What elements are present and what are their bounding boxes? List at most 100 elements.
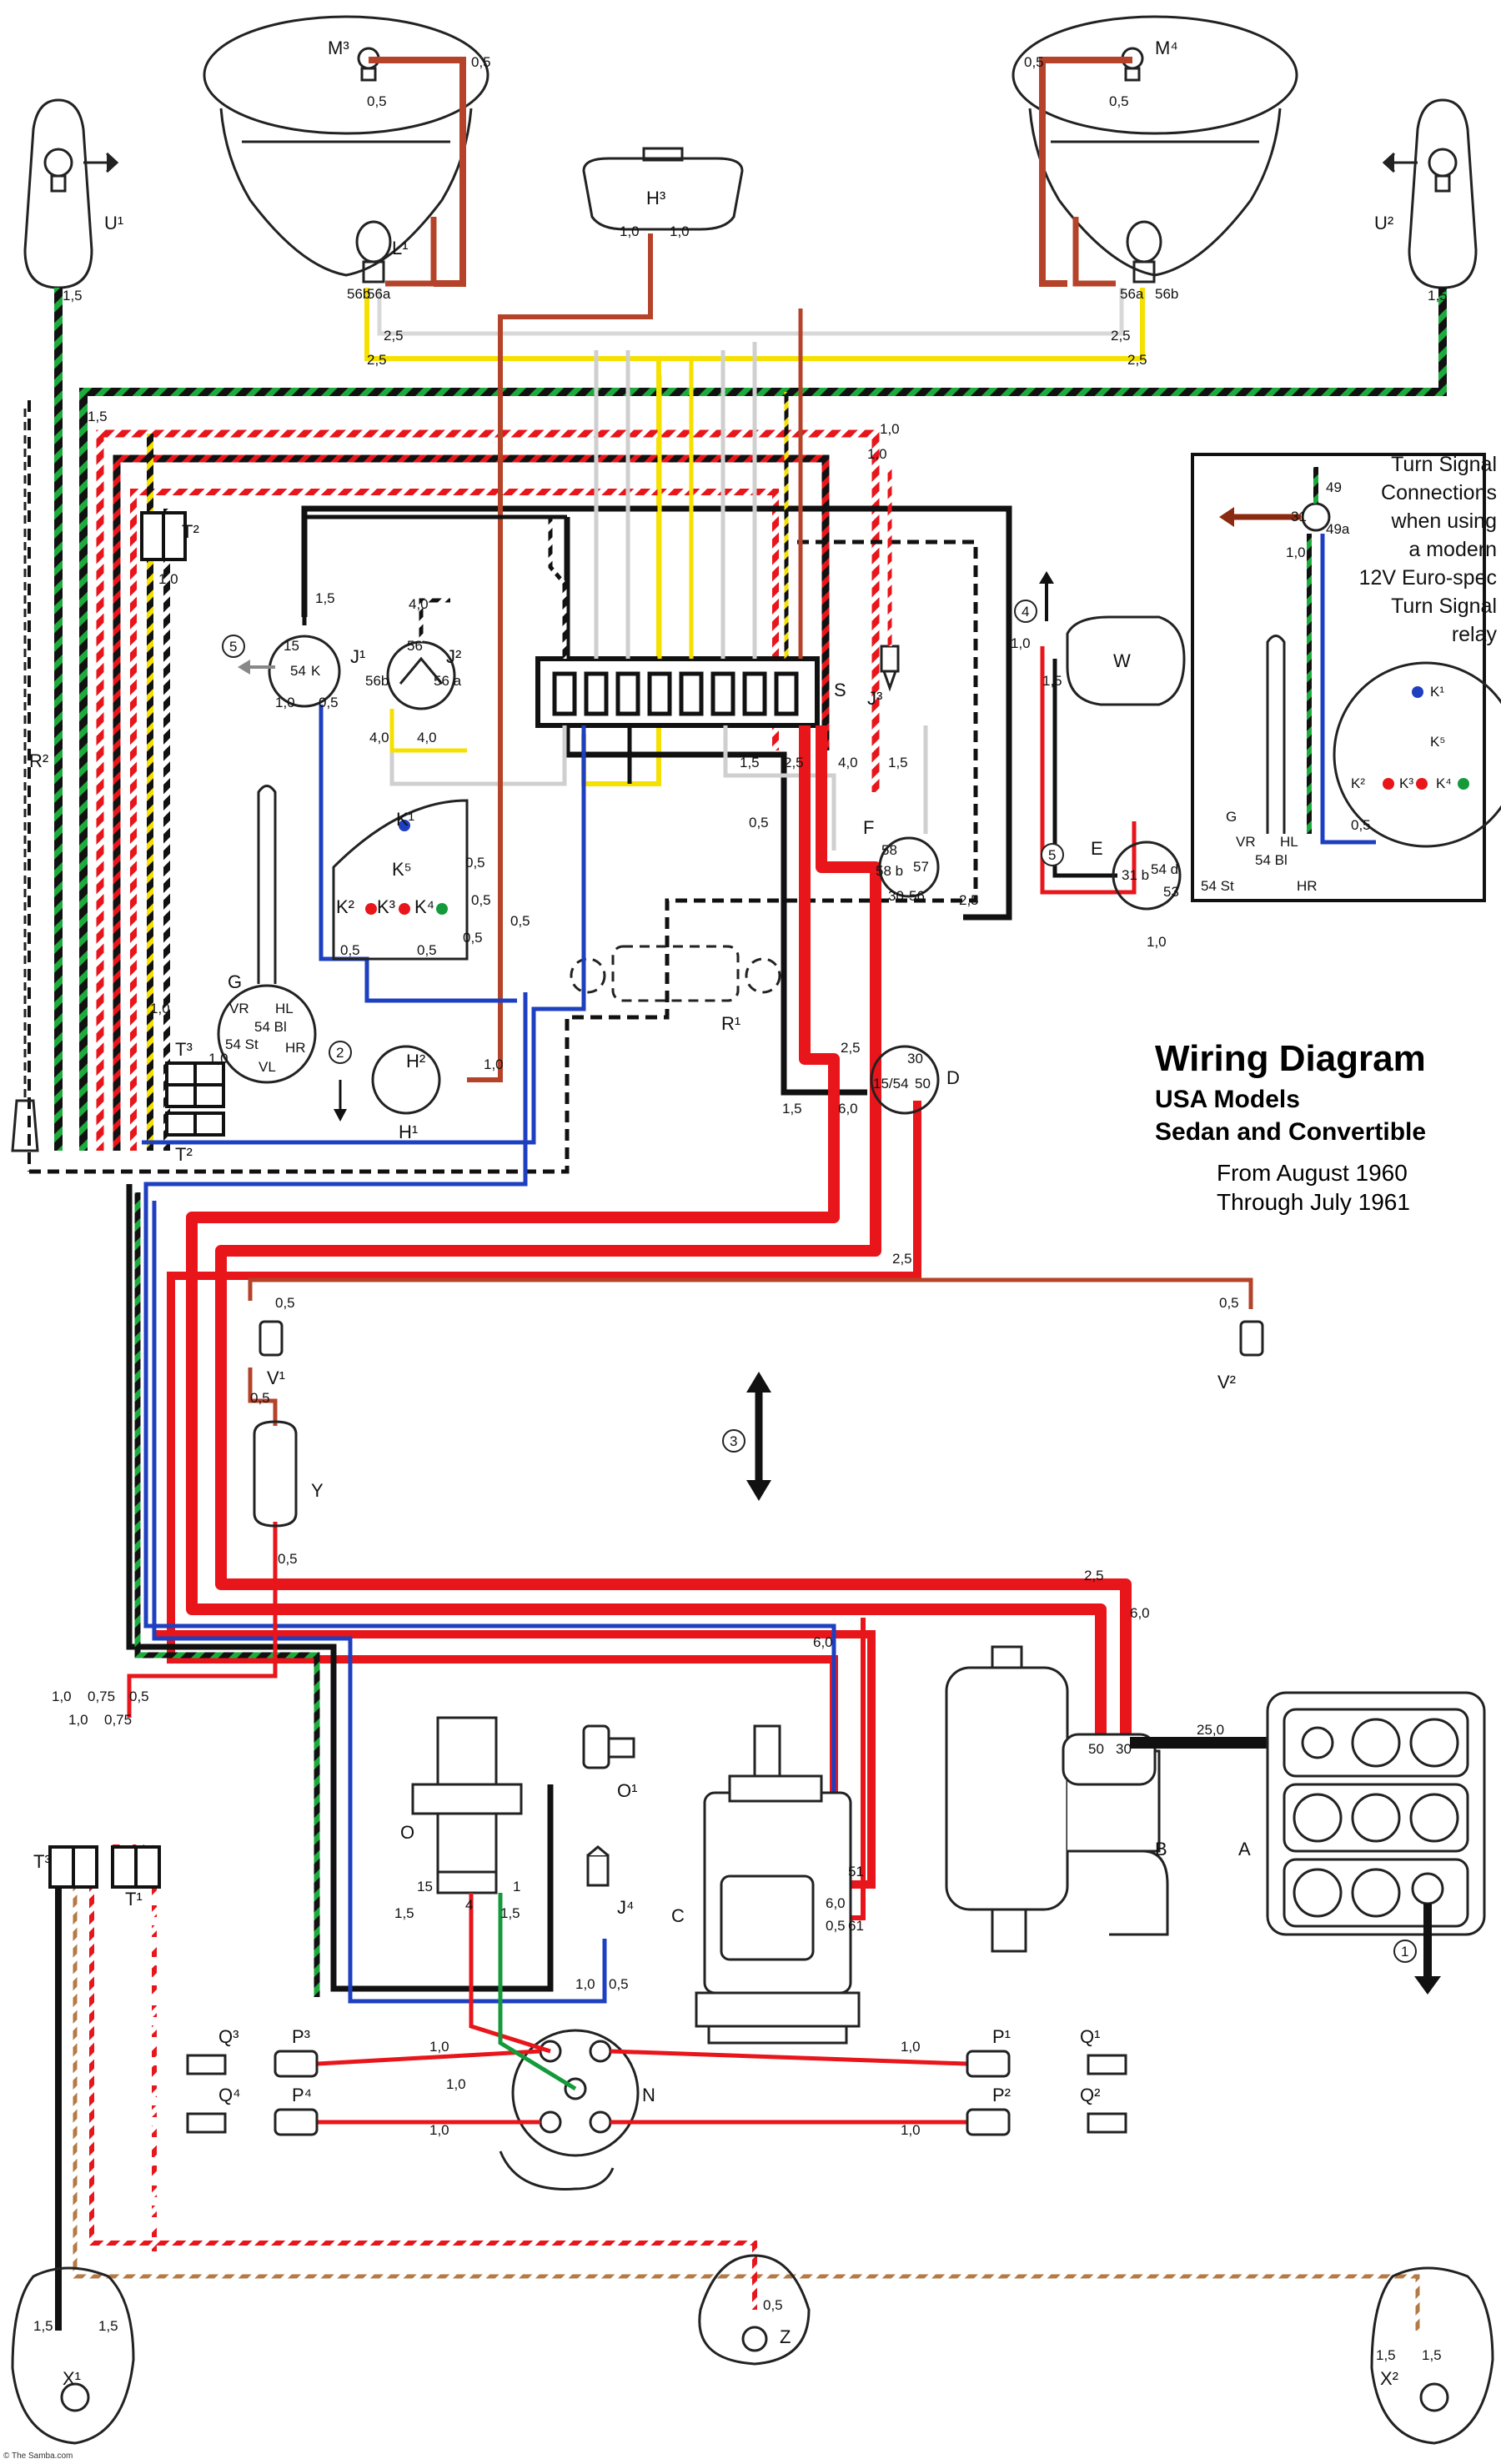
- terminal-56b-left: 56b: [347, 286, 370, 302]
- gauge-15-x1b: 1,5: [98, 2318, 118, 2334]
- license-light-z: [698, 2254, 811, 2366]
- label-v1: V¹: [267, 1367, 285, 1388]
- turn-signal-u2: [1382, 98, 1478, 289]
- svg-text:4: 4: [1022, 604, 1029, 620]
- terminal-56a-left: 56a: [367, 286, 391, 302]
- component-labels: U¹ U² M³ M⁴ L¹ H³ T² T² T³ T³ T¹ J¹ J² J…: [29, 38, 1398, 2389]
- light-switch-j1: [268, 635, 341, 708]
- label-k4: K⁴: [414, 896, 434, 917]
- inset-label-k1: K¹: [1430, 684, 1444, 700]
- copyright-text: © The Samba.com: [3, 2451, 73, 2461]
- label-m4: M⁴: [1155, 38, 1178, 58]
- label-p3: P³: [292, 2026, 310, 2047]
- label-q2: Q²: [1080, 2085, 1100, 2105]
- inset-label-hr: HR: [1297, 878, 1318, 894]
- title-usa-models: USA Models: [1155, 1086, 1300, 1113]
- svg-text:3: 3: [730, 1433, 737, 1449]
- terminal-j1-k: K: [311, 663, 321, 679]
- label-j4: J⁴: [617, 1897, 634, 1918]
- terminal-j1-54: 54: [290, 663, 306, 679]
- inset-line: 12V Euro-spec: [1358, 566, 1497, 590]
- gauge-05-j4: 0,5: [609, 1976, 629, 1992]
- terminal-e-53: 53: [1163, 884, 1179, 900]
- inset-label-k3: K³: [1399, 775, 1413, 791]
- label-r2: R²: [29, 750, 48, 771]
- gauge-h3-a: 1,0: [620, 223, 640, 239]
- gauge-10-j1: 1,0: [275, 695, 295, 710]
- label-t3-bottom: T³: [33, 1851, 51, 1872]
- terminal-o-4: 4: [465, 1897, 473, 1913]
- horn-button-h2: [371, 1045, 441, 1115]
- title-block: Wiring Diagram USA Models Sedan and Conv…: [1155, 1038, 1472, 1217]
- gauge-25-b: 2,5: [1084, 1568, 1104, 1583]
- gauge-15-j1: 1,5: [315, 590, 335, 606]
- marker-5-j1: 5: [222, 635, 275, 675]
- spark-plug-p4: [274, 2108, 319, 2136]
- gauge-075-t3b: 0,75: [88, 1689, 115, 1704]
- gauge-16-w: 1,5: [1042, 673, 1062, 689]
- label-q1: Q¹: [1080, 2026, 1100, 2047]
- gauge-05-k3: 0,5: [417, 942, 437, 958]
- gauge-05-y: 0,5: [250, 1390, 270, 1406]
- oil-pressure-switch-o1: [582, 1724, 635, 1769]
- gauge-10-p4: 1,0: [429, 2122, 449, 2138]
- label-h1: H¹: [399, 1122, 418, 1142]
- gauge-05-v1: 0,5: [275, 1295, 295, 1311]
- inset-euro-relay: [1191, 453, 1501, 902]
- terminal-f-58: 58: [881, 842, 897, 858]
- title-main: Wiring Diagram: [1155, 1038, 1426, 1079]
- gauge-25-s: 2,5: [784, 755, 804, 770]
- inset-label-k4: K⁴: [1436, 775, 1452, 791]
- label-w: W: [1113, 650, 1131, 671]
- marker-3: 3: [722, 1429, 745, 1453]
- label-a: A: [1238, 1839, 1251, 1859]
- label-x1: X¹: [63, 2368, 81, 2389]
- gauge-10-g: 1,0: [208, 1051, 228, 1066]
- terminal-c-51: 51: [848, 1864, 864, 1879]
- connector-t3-bottom: [48, 1845, 98, 1889]
- spark-plug-q1: [1087, 2054, 1127, 2075]
- spark-plug-q2: [1087, 2112, 1127, 2134]
- gauge-250-a: 25,0: [1197, 1722, 1224, 1738]
- fuel-gauge-sender-y: [253, 1420, 298, 1528]
- gauge-10-b: 1,0: [867, 446, 887, 462]
- wiper-switch-e: [1112, 841, 1182, 911]
- gauge-05-z: 0,5: [763, 2297, 783, 2313]
- terminal-f-56: 56: [909, 888, 925, 904]
- label-z: Z: [780, 2326, 791, 2347]
- inset-label-54st: 54 St: [1201, 878, 1234, 894]
- gauge-10-p2: 1,0: [901, 2122, 921, 2138]
- terminal-g-hl: HL: [275, 1001, 294, 1016]
- inset-label-31: 31: [1291, 509, 1307, 524]
- side-marker-v2: [1239, 1320, 1264, 1357]
- marker-4: 4: [1014, 571, 1054, 623]
- label-j3: J³: [867, 688, 882, 709]
- tail-light-x2: [1370, 2266, 1494, 2445]
- label-p2: P²: [992, 2085, 1011, 2105]
- gauge-15-x2b: 1,5: [1422, 2347, 1442, 2363]
- generator-c: [695, 1724, 861, 2045]
- gauge-05-v2: 0,5: [1219, 1295, 1239, 1311]
- label-o1: O¹: [617, 1780, 637, 1801]
- label-t3-top: T³: [175, 1039, 193, 1060]
- gauge-10-t3: 1,0: [150, 1001, 170, 1016]
- gauge-15-x2a: 1,5: [1376, 2347, 1396, 2363]
- turn-signal-u1: [23, 98, 119, 289]
- inset-line: relay: [1451, 623, 1497, 646]
- label-b: B: [1155, 1839, 1167, 1859]
- label-u2: U²: [1374, 213, 1393, 233]
- label-k1: K¹: [396, 809, 414, 830]
- svg-text:5: 5: [1048, 847, 1056, 863]
- label-r1: R¹: [721, 1013, 740, 1034]
- gauge-10-h2: 1,0: [484, 1056, 504, 1072]
- label-o: O: [400, 1822, 414, 1843]
- terminal-o-15: 15: [417, 1879, 433, 1894]
- inset-label-vr: VR: [1236, 834, 1256, 850]
- gauge-60-c2: 6,0: [826, 1895, 846, 1911]
- label-t2-top: T²: [182, 521, 199, 542]
- headlight-bulb-l1-right-icon: [1126, 220, 1162, 284]
- inset-line: when using: [1391, 509, 1497, 533]
- terminal-c-61: 61: [848, 1918, 864, 1934]
- gauge-u2: 1,5: [1428, 288, 1448, 304]
